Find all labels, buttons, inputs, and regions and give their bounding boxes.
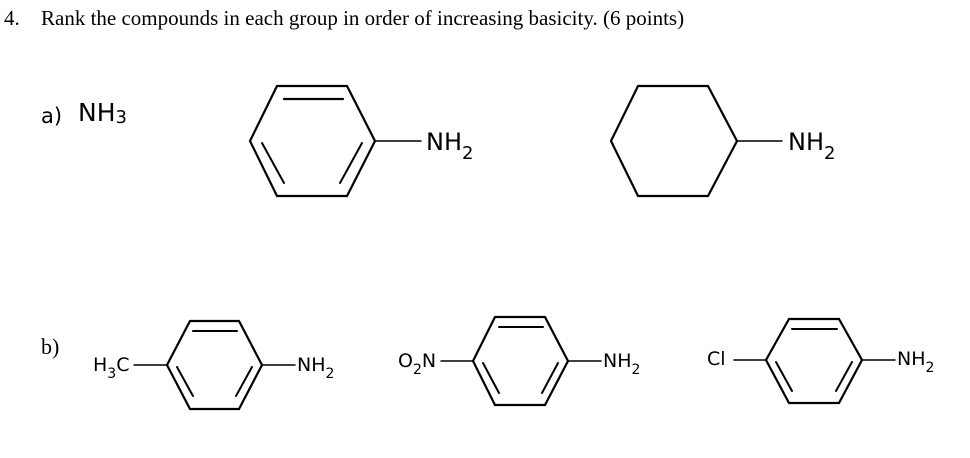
- nh-text: NH: [603, 350, 632, 372]
- benzene-ring-icon: [248, 84, 377, 198]
- subscript-text: 2: [631, 362, 641, 378]
- nitro-group-label: O2N: [398, 350, 437, 378]
- cyclohexylamine-nh2-label: NH2: [788, 128, 835, 163]
- subscript-text: 2: [462, 143, 474, 164]
- cl-text: Cl: [707, 348, 726, 370]
- nitroaniline-nh2-label: NH2: [603, 350, 640, 378]
- ammonia-formula-main: NH: [78, 98, 116, 127]
- cyclohexane-ring-icon: [609, 84, 739, 198]
- toluidine-nh2-label: NH2: [297, 354, 334, 382]
- ammonia-formula: NH3: [78, 98, 127, 128]
- part-a-label: a): [41, 104, 63, 128]
- nh-text: NH: [897, 348, 926, 370]
- n-text: N: [421, 350, 437, 372]
- p-nitroaniline-structure: [440, 315, 602, 407]
- benzene-ring-icon: [165, 319, 264, 411]
- benzene-ring-icon: [471, 315, 570, 407]
- question-number: 4.: [4, 6, 20, 30]
- o-text: O: [398, 350, 413, 372]
- subscript-text: 2: [824, 143, 836, 164]
- cyclohexylamine-structure: [609, 84, 783, 198]
- question-text: Rank the compounds in each group in orde…: [41, 6, 685, 30]
- subscript-text: 3: [107, 366, 117, 382]
- nh-text: NH: [297, 354, 326, 376]
- nh-text: NH: [788, 128, 824, 156]
- nh-text: NH: [426, 128, 462, 156]
- ammonia-formula-sub: 3: [115, 107, 127, 128]
- h-text: H: [93, 354, 108, 376]
- subscript-text: 2: [925, 360, 935, 376]
- chloroaniline-nh2-label: NH2: [897, 348, 934, 376]
- chloro-group-label: Cl: [707, 350, 726, 369]
- c-text: C: [116, 354, 130, 376]
- subscript-text: 2: [325, 366, 335, 382]
- aniline-structure: [248, 84, 422, 198]
- subscript-text: 2: [412, 362, 422, 378]
- question-prompt: 4. Rank the compounds in each group in or…: [4, 6, 684, 31]
- p-chloroaniline-structure: [733, 317, 896, 405]
- methyl-group-label: H3C: [93, 354, 130, 382]
- benzene-ring-icon: [764, 317, 864, 405]
- part-b-label: b): [41, 334, 60, 359]
- p-toluidine-structure: [133, 319, 296, 411]
- aniline-nh2-label: NH2: [426, 128, 473, 163]
